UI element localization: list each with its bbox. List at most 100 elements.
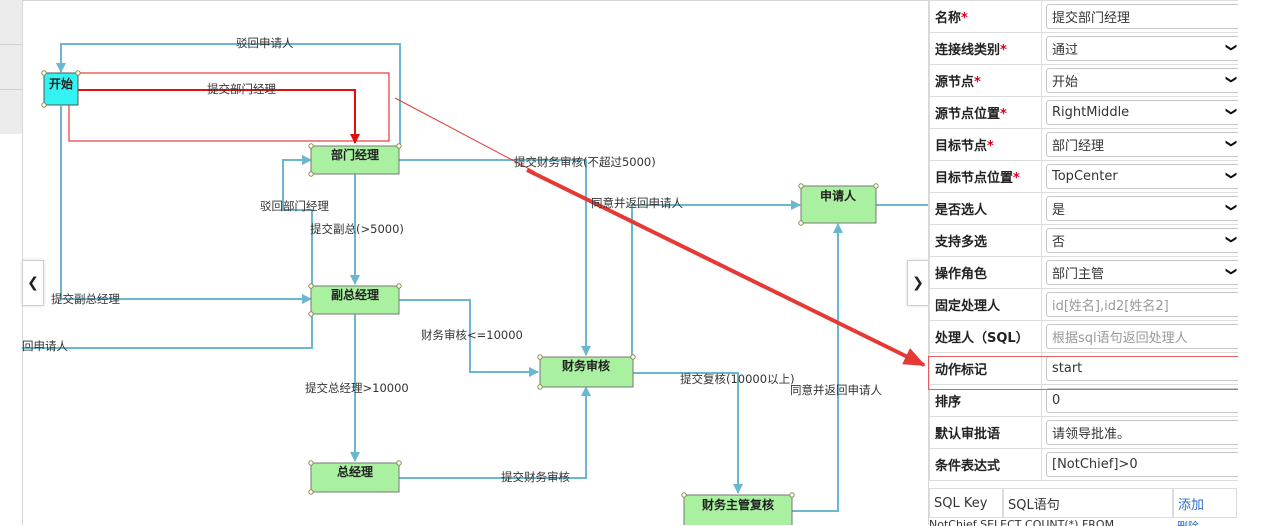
- input-value: 提交部门经理: [1052, 11, 1131, 26]
- sql-table-header: SQL Key SQL语句 添加: [929, 488, 1237, 518]
- edge-reject-dept[interactable]: [282, 155, 313, 290]
- node-finance-review[interactable]: 财务审核: [539, 356, 634, 388]
- property-input[interactable]: 根据sql语句返回处理人: [1046, 324, 1242, 349]
- sql-table-row-clipped: NotChief SELECT COUNT(*) FROM 删除: [929, 518, 1237, 526]
- property-label-text: 连接线类别: [935, 43, 1001, 58]
- node-start-label: 开始: [49, 76, 73, 91]
- property-row: 目标节点*部门经理❯: [929, 128, 1242, 161]
- node-dept-manager-label: 部门经理: [331, 147, 379, 162]
- sql-key-header: SQL Key: [929, 488, 1003, 518]
- property-label: 排序: [929, 384, 1042, 417]
- annotation-arrow: [526, 168, 926, 367]
- property-value-cell: TopCenter❯: [1041, 160, 1242, 193]
- edge-dept-finance[interactable]: [399, 159, 591, 356]
- property-value-cell: [NotChief]>0: [1041, 448, 1242, 481]
- edge-vice-finance[interactable]: [399, 299, 539, 377]
- edge-recheck-applicant[interactable]: [792, 223, 843, 512]
- property-row: 默认审批语请领导批准。: [929, 416, 1242, 449]
- property-input[interactable]: id[姓名],id2[姓名2]: [1046, 292, 1242, 317]
- label-submit-finance-5000: 提交财务审核(不超过5000): [514, 155, 656, 169]
- property-value-cell: 0: [1041, 384, 1242, 417]
- node-general-manager[interactable]: 总经理: [310, 462, 400, 493]
- property-row: 处理人（SQL） 根据sql语句返回处理人: [929, 320, 1242, 353]
- left-sidebar-stub: [0, 0, 22, 134]
- properties-panel: 名称*提交部门经理连接线类别*通过❯源节点*开始❯源节点位置*RightMidd…: [928, 0, 1242, 525]
- sql-statement-header: SQL语句: [1003, 488, 1173, 518]
- required-marker: *: [1013, 171, 1020, 186]
- property-input[interactable]: [NotChief]>0: [1046, 452, 1242, 477]
- property-input[interactable]: start: [1046, 356, 1242, 381]
- property-label: 源节点*: [929, 64, 1042, 97]
- edge-submit-dept[interactable]: [78, 89, 360, 144]
- property-select[interactable]: 部门经理❯: [1046, 132, 1242, 157]
- property-select[interactable]: 否❯: [1046, 228, 1242, 253]
- property-label-text: 目标节点: [935, 139, 988, 154]
- label-submit-dept-manager: 提交部门经理: [207, 82, 276, 96]
- property-value-cell: 提交部门经理: [1041, 0, 1242, 33]
- property-row: 操作角色 部门主管❯: [929, 256, 1242, 289]
- chevron-right-icon: ❯: [912, 275, 924, 291]
- property-input[interactable]: 0: [1046, 388, 1242, 413]
- edge-reject-top[interactable]: [56, 43, 401, 146]
- property-label-text: 操作角色: [935, 267, 988, 282]
- edge-finance-applicant[interactable]: [631, 200, 801, 356]
- property-select[interactable]: 是❯: [1046, 196, 1242, 221]
- property-input[interactable]: 请领导批准。: [1046, 420, 1242, 445]
- property-label: 固定处理人: [929, 288, 1042, 321]
- property-select[interactable]: TopCenter❯: [1046, 164, 1242, 189]
- node-finance-supervisor[interactable]: 财务主管复核: [683, 494, 793, 525]
- selected-edge-box: [68, 72, 390, 142]
- label-reject-applicant-top: 驳回申请人: [236, 36, 294, 50]
- node-applicant[interactable]: 申请人: [800, 185, 877, 224]
- property-label: 动作标记: [929, 352, 1042, 385]
- label-reject-applicant-left: 回申请人: [22, 339, 68, 353]
- property-label-text: 处理人（SQL）: [935, 331, 1029, 346]
- property-value-cell: 通过❯: [1041, 32, 1242, 65]
- required-marker: *: [1000, 107, 1007, 122]
- property-value-cell: 开始❯: [1041, 64, 1242, 97]
- flow-diagram[interactable]: 开始 部门经理 副总经理 总经理 财务审核 申请人 财务主管复核: [0, 0, 928, 525]
- input-value: start: [1052, 361, 1083, 376]
- input-placeholder: id[姓名],id2[姓名2]: [1052, 299, 1169, 314]
- sql-delete-link[interactable]: 删除: [1177, 518, 1199, 526]
- sql-add-link[interactable]: 添加: [1173, 488, 1237, 518]
- property-row: 目标节点位置*TopCenter❯: [929, 160, 1242, 193]
- property-row: 固定处理人 id[姓名],id2[姓名2]: [929, 288, 1242, 321]
- property-label-text: 条件表达式: [935, 459, 1001, 474]
- edge-reject-left[interactable]: [22, 313, 313, 349]
- edge-finance-recheck[interactable]: [633, 372, 743, 494]
- thin-pointer-line: [394, 97, 536, 173]
- property-input[interactable]: 提交部门经理: [1046, 4, 1242, 29]
- property-label-text: 支持多选: [935, 235, 988, 250]
- node-start[interactable]: 开始: [43, 72, 79, 106]
- property-value-cell: 是❯: [1041, 192, 1242, 225]
- label-agree-return: 同意并返回申请人: [591, 196, 683, 210]
- property-label: 连接线类别*: [929, 32, 1042, 65]
- edge-gm-finance[interactable]: [399, 386, 591, 479]
- select-value: 是: [1052, 203, 1066, 218]
- property-label-text: 固定处理人: [935, 299, 1001, 314]
- collapse-right-button[interactable]: ❯: [907, 260, 929, 306]
- label-submit-vice-manager: 提交副总经理: [51, 292, 120, 306]
- chevron-down-icon: ❯: [1224, 138, 1238, 149]
- node-dept-manager[interactable]: 部门经理: [310, 145, 400, 175]
- property-select[interactable]: 部门主管❯: [1046, 260, 1242, 285]
- property-select[interactable]: 开始❯: [1046, 68, 1242, 93]
- collapse-left-button[interactable]: ❮: [22, 260, 44, 306]
- node-vice-manager[interactable]: 副总经理: [310, 285, 400, 315]
- required-marker: *: [961, 11, 968, 26]
- property-select[interactable]: RightMiddle❯: [1046, 100, 1242, 125]
- property-row: 源节点位置*RightMiddle❯: [929, 96, 1242, 129]
- property-value-cell: start: [1041, 352, 1242, 385]
- required-marker: *: [987, 139, 994, 154]
- edge-start-vice[interactable]: [60, 106, 312, 304]
- property-select[interactable]: 通过❯: [1046, 36, 1242, 61]
- property-label: 名称*: [929, 0, 1042, 33]
- property-label: 目标节点*: [929, 128, 1042, 161]
- property-label-text: 名称: [935, 11, 962, 26]
- property-label: 默认审批语: [929, 416, 1042, 449]
- property-row: 条件表达式 [NotChief]>0: [929, 448, 1242, 481]
- chevron-down-icon: ❯: [1224, 42, 1238, 53]
- property-value-cell: 否❯: [1041, 224, 1242, 257]
